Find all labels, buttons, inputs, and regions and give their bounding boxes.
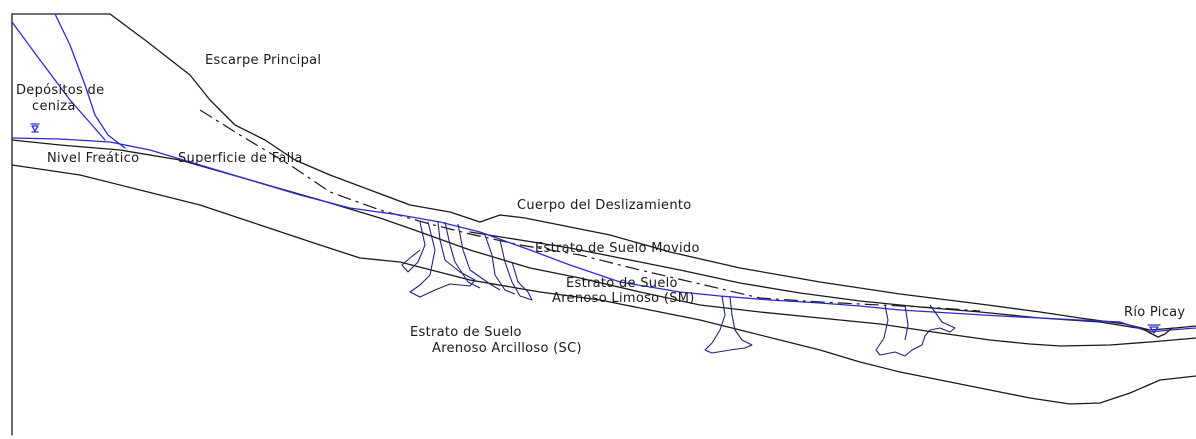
label-suelo-movido: Estrato de Suelo Movido xyxy=(535,241,700,256)
ash-deposit-curve-1 xyxy=(11,21,106,141)
label-superficie-falla: Superficie de Falla xyxy=(178,151,303,166)
label-sm-line1: Estrato de Suelo xyxy=(566,276,678,291)
label-sm-line2: Arenoso Limoso (SM) xyxy=(552,291,695,306)
pile-group-2 xyxy=(704,295,753,354)
sc-stratum-base xyxy=(11,164,1196,405)
water-level-marker-left xyxy=(30,123,40,133)
label-cuerpo-deslizamiento: Cuerpo del Deslizamiento xyxy=(517,198,692,213)
water-level-marker-river xyxy=(1147,324,1161,334)
ground-surface xyxy=(11,13,1196,331)
label-nivel-freatico: Nivel Freático xyxy=(47,151,140,166)
pile-group-3 xyxy=(875,304,956,357)
pile-group-1 xyxy=(401,221,533,301)
label-escarpe-principal: Escarpe Principal xyxy=(205,53,322,68)
label-depositos-line2: ceniza xyxy=(32,99,76,114)
ash-deposit-curve-2 xyxy=(54,13,126,149)
label-depositos-line1: Depósitos de xyxy=(16,83,105,98)
label-rio-picay: Río Picay xyxy=(1124,305,1186,320)
water-table xyxy=(11,137,1196,333)
river-channel xyxy=(1144,327,1173,338)
label-sc-line1: Estrato de Suelo xyxy=(410,325,522,340)
failure-surface xyxy=(199,109,981,312)
label-sc-line2: Arenoso Arcilloso (SC) xyxy=(432,341,582,356)
